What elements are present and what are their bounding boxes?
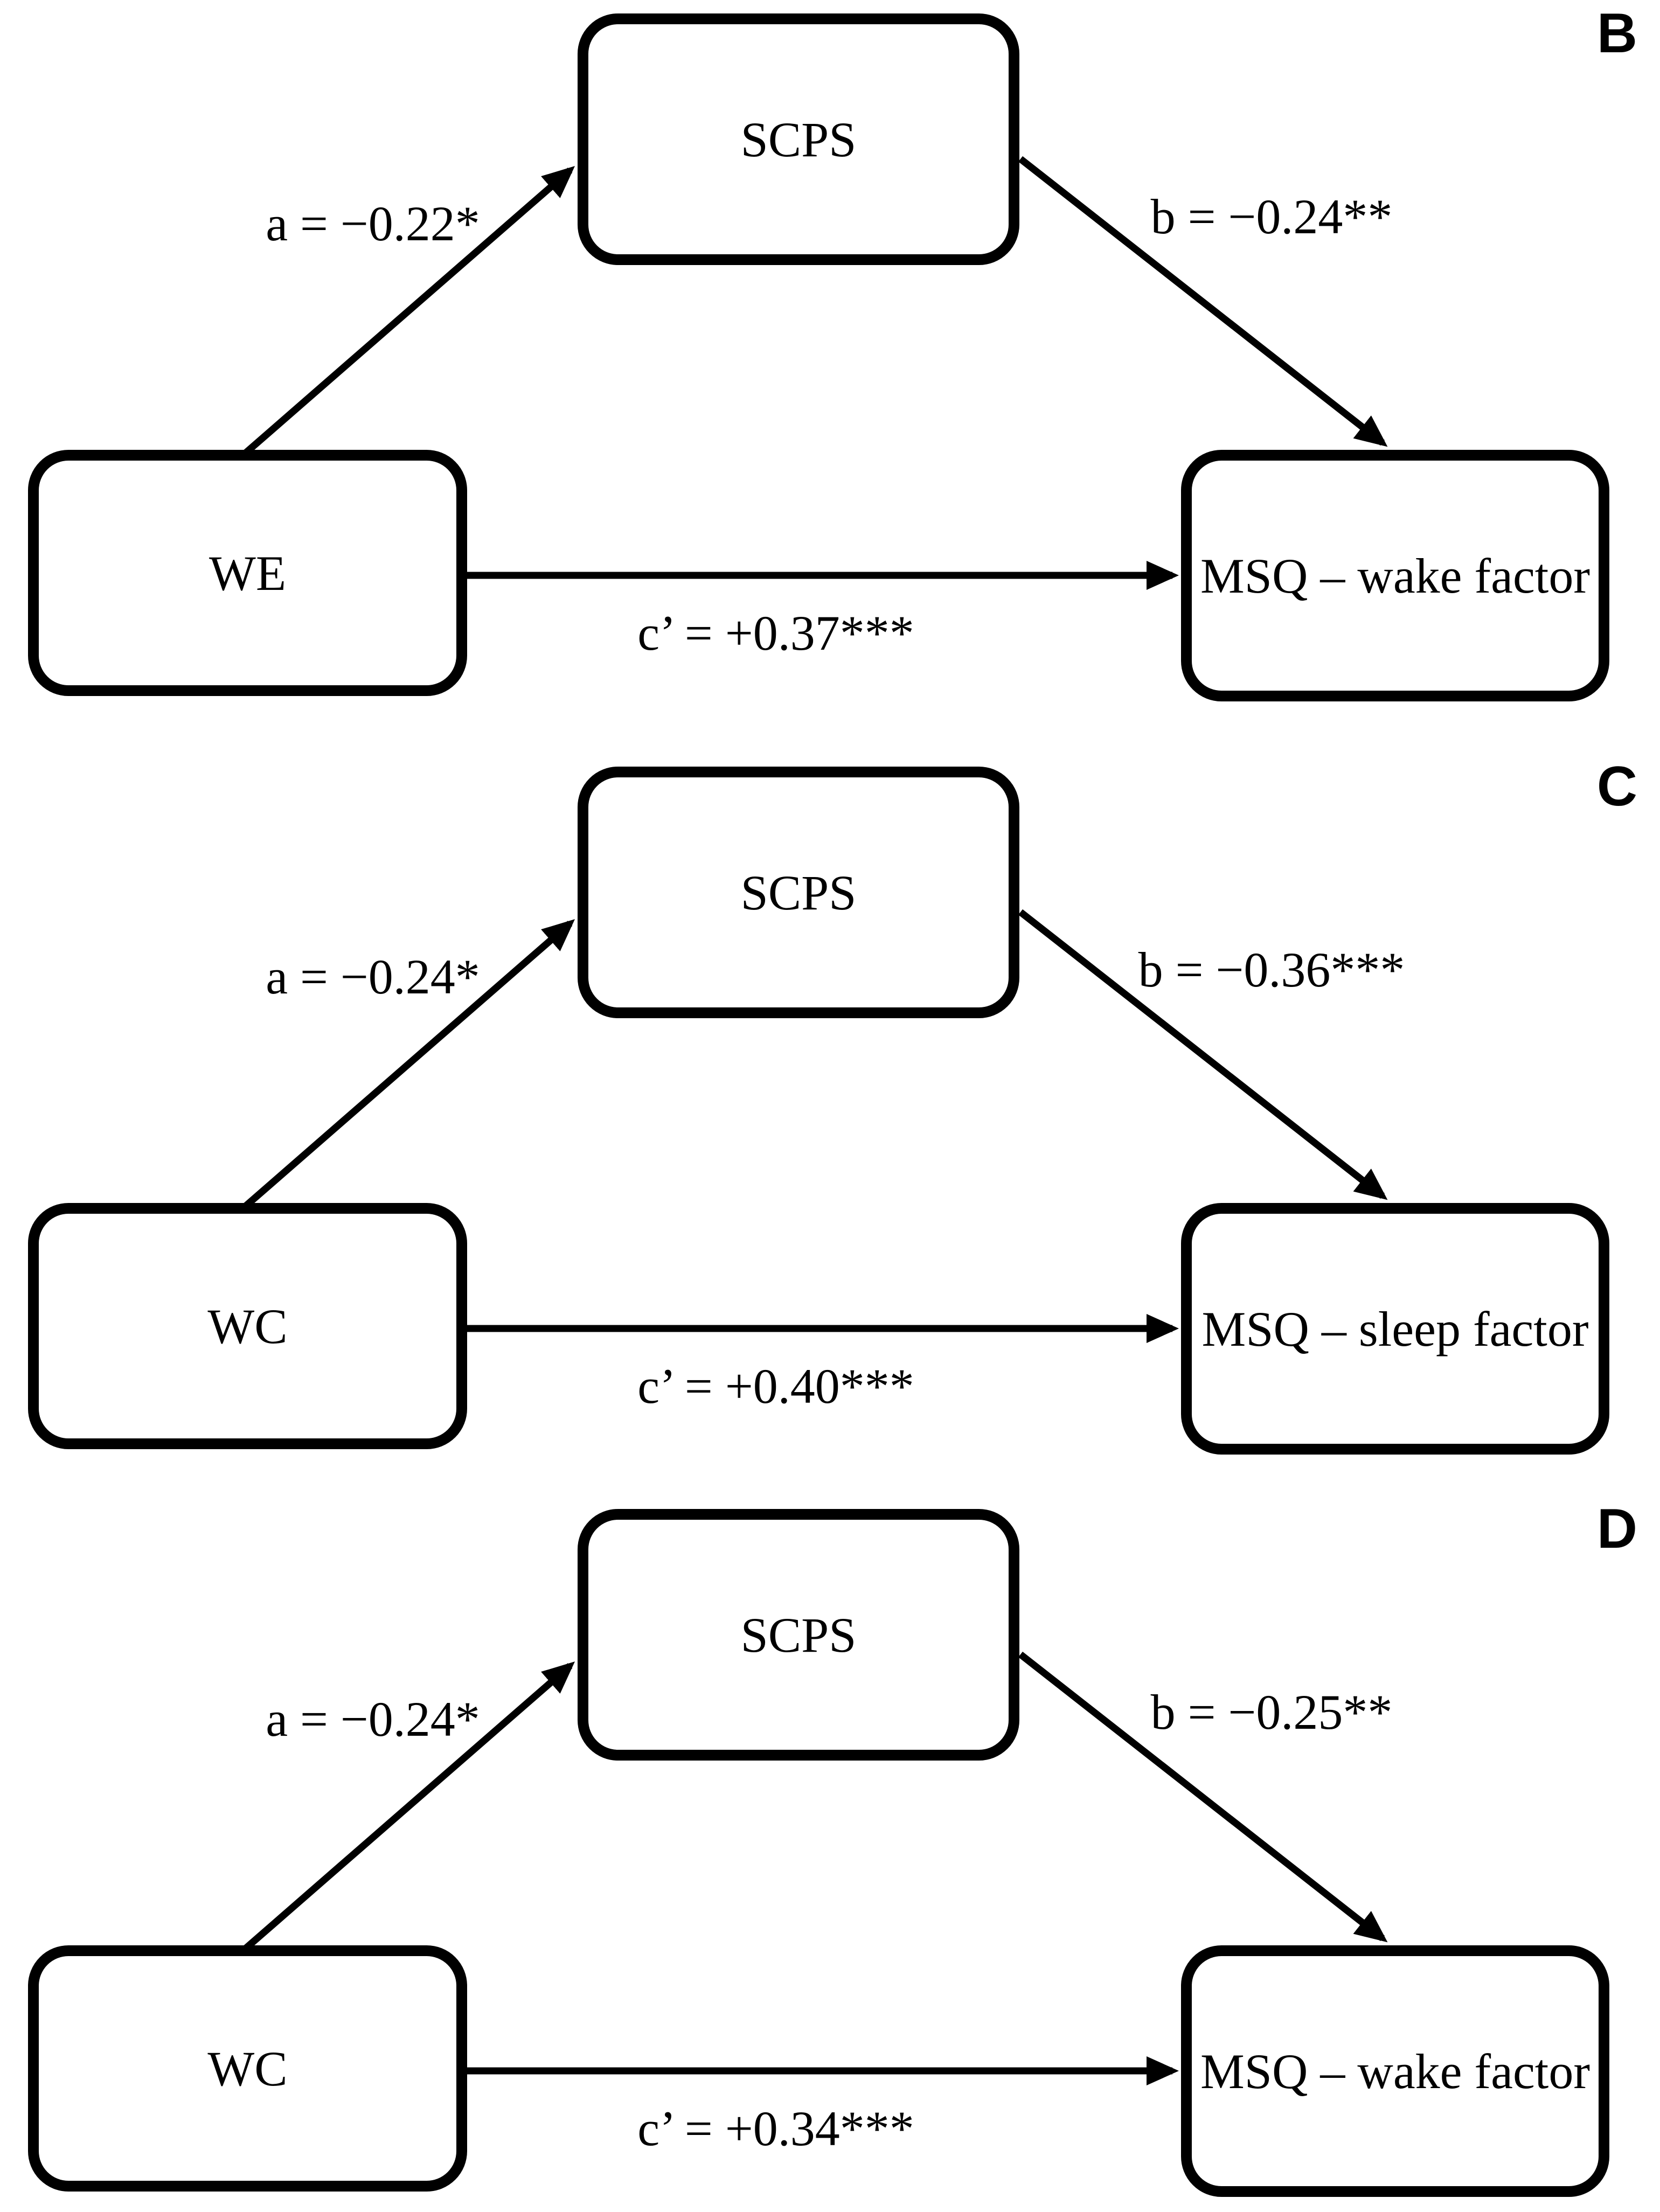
mediator-label: SCPS bbox=[740, 112, 857, 167]
mediator-node: SCPS bbox=[578, 13, 1019, 265]
panel-letter: C bbox=[1596, 755, 1637, 818]
path-b-coefficient: b = −0.25** bbox=[1150, 1685, 1393, 1740]
predictor-node: WC bbox=[28, 1945, 467, 2192]
panel-letter: B bbox=[1596, 2, 1637, 65]
path-c-coefficient: c’ = +0.34*** bbox=[637, 2101, 914, 2156]
arrows-layer bbox=[241, 909, 1388, 1343]
mediator-node: SCPS bbox=[578, 1509, 1019, 1761]
predictor-label: WC bbox=[207, 2041, 288, 2096]
panel-letter: D bbox=[1596, 1498, 1637, 1560]
outcome-node: MSQ – sleep factor bbox=[1181, 1203, 1609, 1455]
panel-D: SCPS WC MSQ – wake factor a = −0.24* b =… bbox=[0, 1495, 1660, 2212]
path-b-arrow bbox=[1018, 909, 1388, 1200]
path-b-arrow bbox=[1018, 1651, 1388, 1943]
path-c-coefficient: c’ = +0.40*** bbox=[637, 1359, 914, 1414]
path-b-coefficient: b = −0.24** bbox=[1150, 189, 1393, 244]
outcome-node: MSQ – wake factor bbox=[1181, 450, 1609, 701]
arrows-layer bbox=[241, 156, 1388, 590]
predictor-label: WE bbox=[209, 545, 287, 601]
mediator-node: SCPS bbox=[578, 767, 1019, 1018]
predictor-label: WC bbox=[207, 1298, 288, 1354]
outcome-label: MSQ – wake factor bbox=[1200, 2043, 1590, 2099]
predictor-node: WE bbox=[28, 450, 467, 696]
outcome-label: MSQ – wake factor bbox=[1200, 548, 1590, 603]
outcome-label: MSQ – sleep factor bbox=[1201, 1301, 1589, 1357]
panel-C: SCPS WC MSQ – sleep factor a = −0.24* b … bbox=[0, 753, 1660, 1470]
predictor-node: WC bbox=[28, 1203, 467, 1449]
path-a-coefficient: a = −0.22* bbox=[266, 196, 480, 251]
path-a-coefficient: a = −0.24* bbox=[266, 949, 480, 1004]
path-c-coefficient: c’ = +0.37*** bbox=[637, 606, 914, 660]
mediator-label: SCPS bbox=[740, 865, 857, 920]
path-a-arrow bbox=[241, 166, 575, 457]
mediator-label: SCPS bbox=[740, 1607, 857, 1663]
path-a-coefficient: a = −0.24* bbox=[266, 1692, 480, 1747]
outcome-node: MSQ – wake factor bbox=[1181, 1945, 1609, 2197]
arrows-layer bbox=[241, 1651, 1388, 2085]
path-b-arrow bbox=[1018, 156, 1388, 447]
path-b-coefficient: b = −0.36*** bbox=[1138, 942, 1405, 997]
path-a-arrow bbox=[241, 919, 575, 1211]
path-a-arrow bbox=[241, 1661, 575, 1953]
panel-B: SCPS WE MSQ – wake factor a = −0.22* b =… bbox=[0, 0, 1660, 717]
